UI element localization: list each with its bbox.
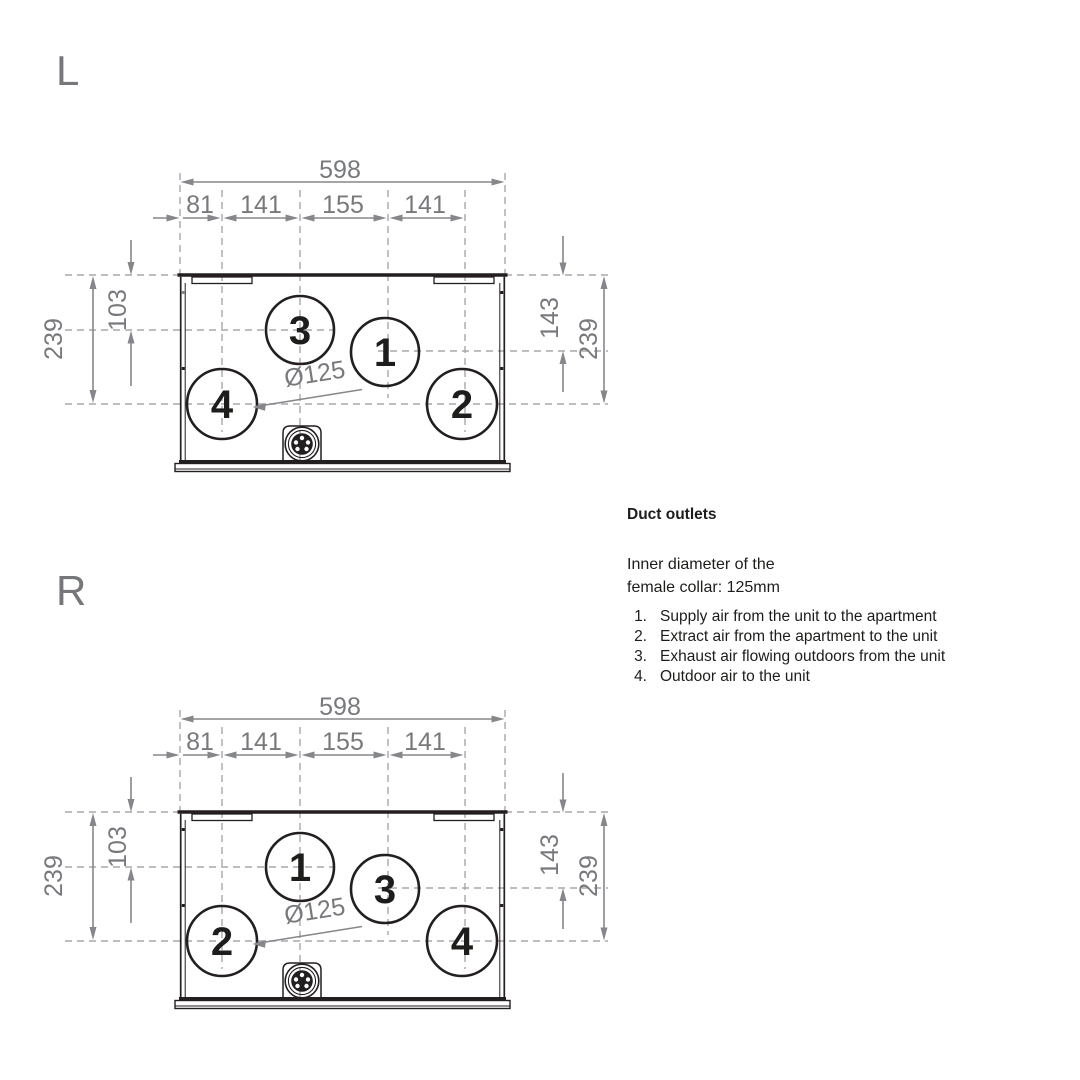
mounting-tab-left — [191, 276, 253, 285]
dim-label-239-left: 239 — [40, 855, 68, 897]
list-item: 1. Supply air from the unit to the apart… — [627, 607, 1037, 627]
dim-total-width: 598 — [180, 156, 505, 186]
list-item-text: Supply air from the unit to the apartmen… — [660, 608, 937, 625]
duct-number: 1 — [374, 331, 396, 375]
duct-outlet-diagram-right: 598 81 141 155 141 239 103 143 239 — [40, 693, 608, 1010]
duct-number: 3 — [374, 868, 396, 912]
centerline-grid — [65, 710, 608, 999]
list-item: 2. Extract air from the apartment to the… — [627, 627, 1037, 647]
list-item-text: Outdoor air to the unit — [660, 668, 810, 685]
dim-total-width: 598 — [180, 693, 505, 723]
duct-number: 2 — [211, 920, 233, 964]
connector-icon — [282, 425, 322, 462]
view-label-right: R — [56, 567, 88, 614]
view-label-left: L — [56, 47, 81, 94]
centerline-grid — [65, 173, 608, 462]
list-item-number: 1. — [634, 608, 647, 625]
dim-label-diameter: Ø125 — [282, 892, 347, 929]
dim-label-103: 103 — [104, 826, 132, 868]
dim-label-103: 103 — [104, 289, 132, 331]
dim-label-81: 81 — [186, 728, 214, 756]
dim-segments: 81 141 155 141 — [153, 728, 464, 759]
dim-label-239-right: 239 — [575, 318, 603, 360]
list-item-number: 4. — [634, 668, 647, 685]
dim-segments: 81 141 155 141 — [153, 191, 464, 222]
duct-number: 2 — [451, 383, 473, 427]
dim-left-depths: 239 103 — [40, 777, 135, 940]
dim-label-141b: 141 — [404, 191, 446, 219]
duct-outlet-diagram-left: 598 81 141 155 141 239 103 143 239 — [40, 156, 608, 473]
dim-label-598: 598 — [319, 693, 361, 721]
mounting-tab-right — [433, 276, 495, 285]
list-item-number: 2. — [634, 628, 647, 645]
duct-outlet-bottom-left — [185, 367, 259, 441]
diameter-callout: Ø125 — [252, 892, 363, 948]
dim-label-598: 598 — [319, 156, 361, 184]
list-item-text: Extract air from the apartment to the un… — [660, 628, 938, 645]
dim-label-diameter: Ø125 — [282, 355, 347, 392]
duct-outlet-bottom-right — [425, 367, 499, 441]
list-item: 3. Exhaust air flowing outdoors from the… — [627, 647, 1037, 667]
dim-label-143: 143 — [536, 834, 564, 876]
duct-number: 4 — [451, 920, 474, 964]
duct-outlet-list: 1. Supply air from the unit to the apart… — [627, 607, 1037, 687]
dim-right-depths: 143 239 — [536, 773, 608, 941]
duct-outlet-middle — [349, 853, 421, 925]
collar-note: Inner diameter of the female collar: 125… — [627, 553, 1037, 599]
dim-label-143: 143 — [536, 297, 564, 339]
duct-outlet-top — [264, 294, 336, 366]
duct-outlet-circles: 3 1 4 2 — [185, 294, 499, 441]
duct-outlet-top — [264, 831, 336, 903]
duct-number: 4 — [211, 383, 234, 427]
diameter-callout: Ø125 — [252, 355, 363, 411]
duct-number: 1 — [289, 846, 311, 890]
dim-right-depths: 143 239 — [536, 236, 608, 404]
dim-left-depths: 239 103 — [40, 240, 135, 403]
dim-label-141b: 141 — [404, 728, 446, 756]
unit-outline — [174, 273, 511, 473]
collar-note-line1: Inner diameter of the — [627, 556, 775, 573]
collar-note-line2: female collar: 125mm — [627, 579, 780, 596]
dim-label-239-right: 239 — [575, 855, 603, 897]
duct-outlet-circles: 1 3 2 4 — [185, 831, 499, 978]
unit-outline — [174, 810, 511, 1010]
dim-label-141a: 141 — [240, 728, 282, 756]
duct-outlet-middle — [349, 316, 421, 388]
list-item-text: Exhaust air flowing outdoors from the un… — [660, 648, 946, 665]
list-item: 4. Outdoor air to the unit — [627, 667, 1037, 687]
duct-outlet-bottom-right — [425, 904, 499, 978]
dim-label-239-left: 239 — [40, 318, 68, 360]
list-item-number: 3. — [634, 648, 647, 665]
duct-outlets-info: Duct outlets Inner diameter of the femal… — [627, 505, 1037, 687]
duct-number: 3 — [289, 309, 311, 353]
dim-label-155: 155 — [322, 191, 364, 219]
dim-label-155: 155 — [322, 728, 364, 756]
connector-icon — [282, 962, 322, 999]
duct-outlet-bottom-left — [185, 904, 259, 978]
mounting-tab-right — [433, 813, 495, 822]
info-heading: Duct outlets — [627, 506, 717, 523]
dim-label-81: 81 — [186, 191, 214, 219]
dim-label-141a: 141 — [240, 191, 282, 219]
mounting-tab-left — [191, 813, 253, 822]
